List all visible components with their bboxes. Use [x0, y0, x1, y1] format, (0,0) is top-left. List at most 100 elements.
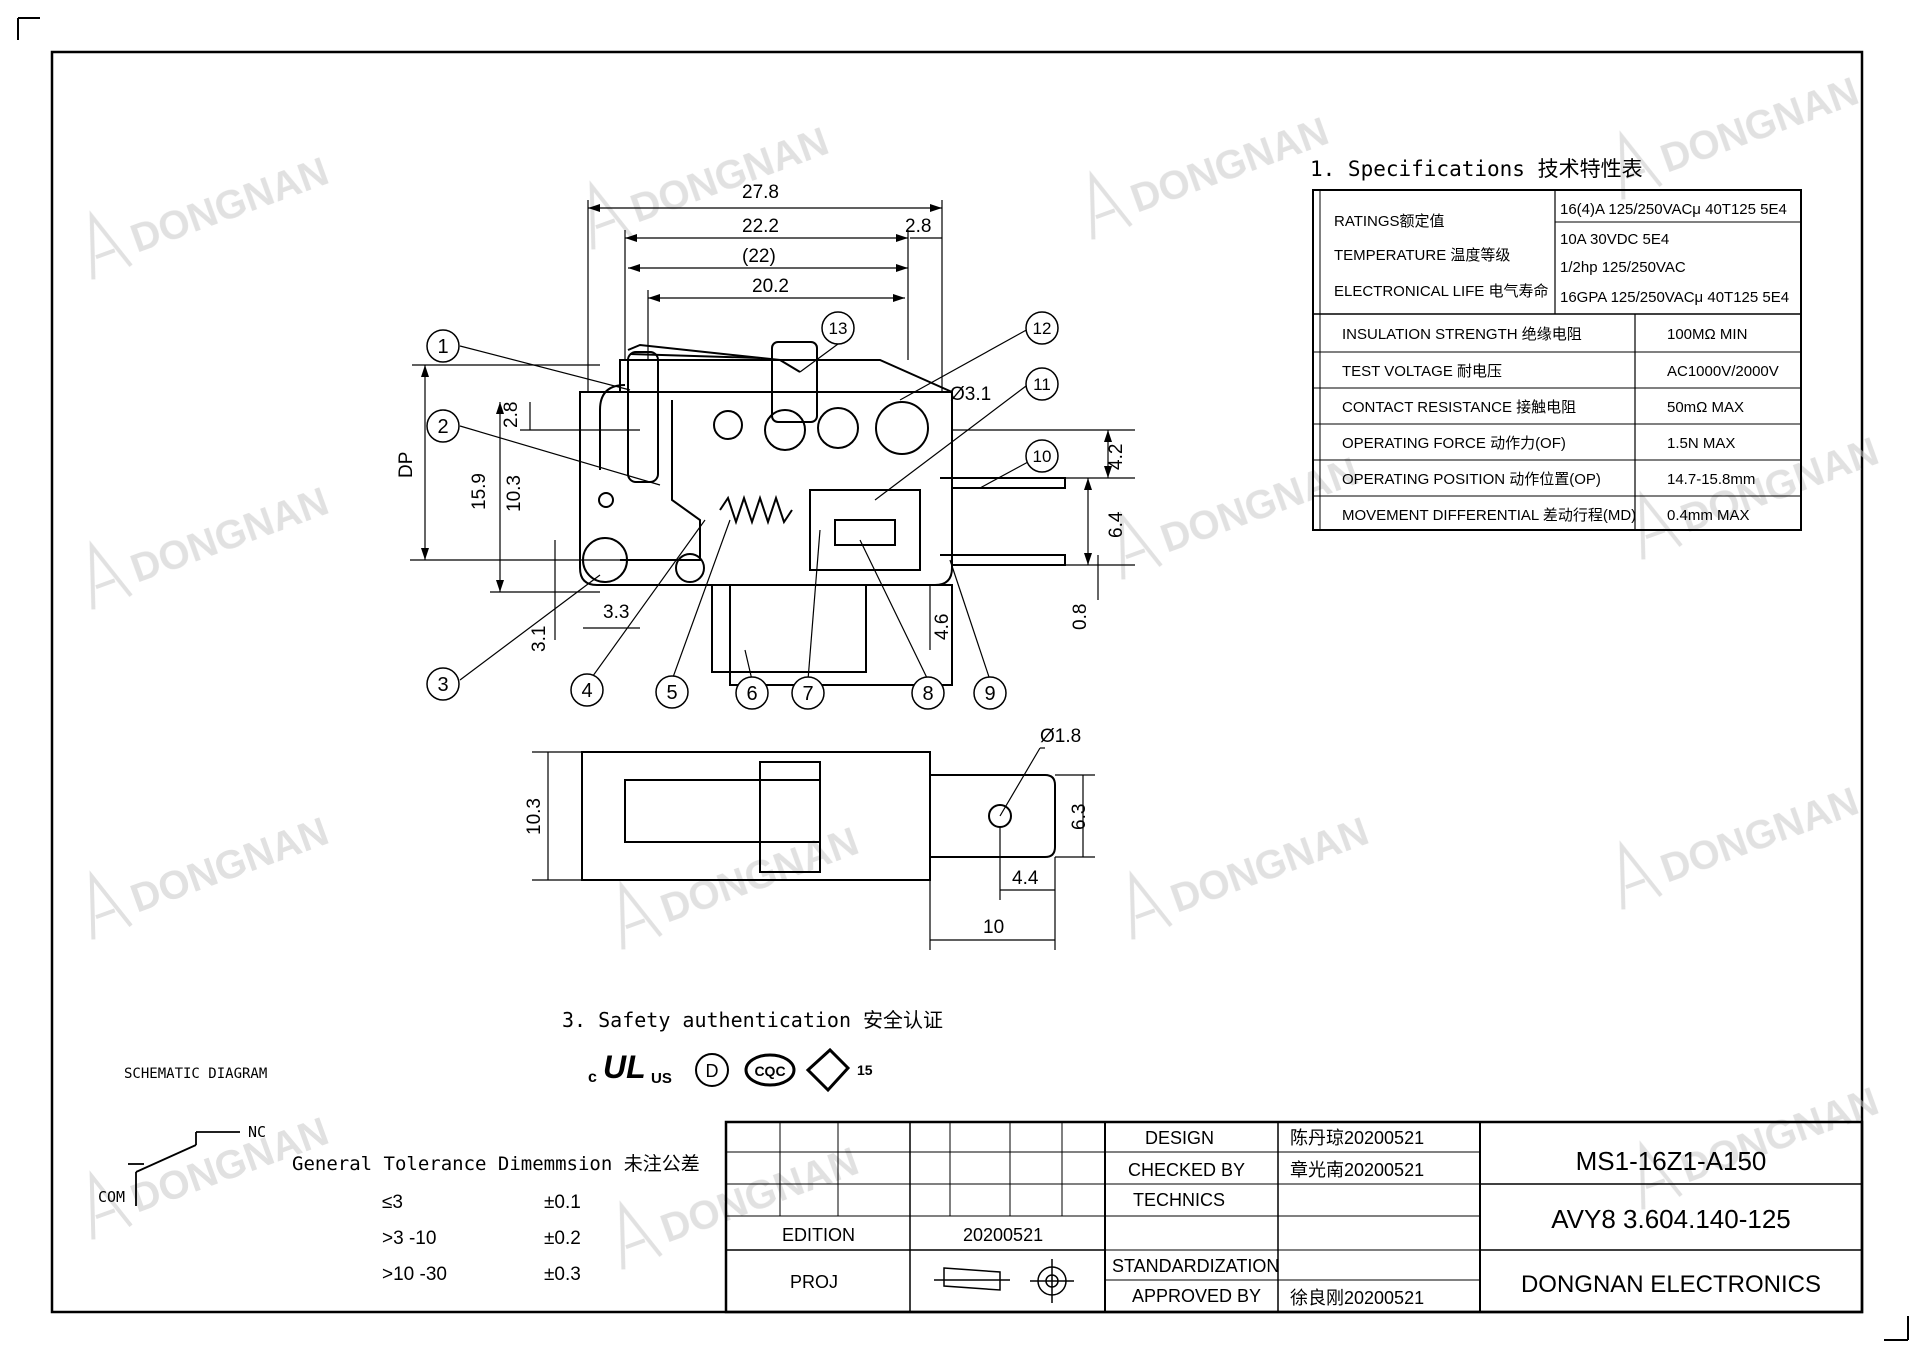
switch-housing-top: [619, 359, 953, 393]
left-mount-hook: [599, 384, 626, 470]
spec-row-label: OPERATING POSITION 动作位置(OP): [1342, 471, 1601, 488]
dim-4-2: 4.2: [1106, 444, 1127, 470]
dimension-arrows: [421, 204, 1112, 592]
spring-spring: [719, 494, 793, 526]
company-name: DONGNAN ELECTRONICS: [1521, 1271, 1821, 1298]
temperature-label: TEMPERATURE 温度等级: [1334, 246, 1510, 264]
switch-body-outline: [579, 391, 953, 586]
tolerance-title: General Tolerance Dimemmsion 未注公差: [292, 1153, 700, 1175]
title-block-text: EDITION 20200521 PROJ DESIGN CHECKED BY …: [782, 1128, 1821, 1308]
rating-value-2: 10A 30VDC 5E4: [1560, 231, 1669, 248]
callout-8: 8: [911, 676, 945, 710]
hole-b: [764, 409, 806, 451]
dim-hole-dia-3-1: Ø3.1: [950, 384, 991, 405]
design-value: 陈丹琼20200521: [1290, 1128, 1424, 1148]
proj-label: PROJ: [790, 1272, 838, 1292]
terminal-no: [940, 554, 1066, 566]
dim-side-6-3: 6.3: [1069, 804, 1090, 830]
schematic-nc: NC: [248, 1123, 266, 1141]
callouts: 1 2 3 4 5 6 7 8 9 10 11 12 13: [426, 311, 1059, 710]
spec-row-label: INSULATION STRENGTH 绝缘电阻: [1342, 326, 1582, 343]
standardization-label: STANDARDIZATION: [1112, 1256, 1279, 1276]
document-number: AVY8 3.604.140-125: [1551, 1204, 1790, 1234]
svg-text:DONGNAN: DONGNAN: [1655, 69, 1864, 181]
callout-10: 10: [1025, 439, 1059, 473]
dim-side-4-4: 4.4: [1012, 868, 1039, 889]
checked-value: 章光南20200521: [1290, 1160, 1424, 1180]
spec-row-value: 14.7-15.8mm: [1667, 471, 1755, 488]
watermark-11: DONGNAN: [1619, 779, 1864, 910]
plunger-column: [627, 351, 659, 483]
rating-value-1: 16(4)A 125/250VACμ 40T125 5E4: [1560, 201, 1787, 218]
tol-value: ±0.3: [544, 1264, 581, 1285]
dim-20-2: 20.2: [752, 276, 789, 297]
svg-text:DONGNAN: DONGNAN: [625, 119, 834, 231]
svg-text:DONGNAN: DONGNAN: [125, 149, 334, 261]
callout-2: 2: [426, 409, 460, 443]
design-label: DESIGN: [1145, 1128, 1214, 1148]
small-pin-2: [675, 553, 705, 583]
vde-mark: D: [695, 1053, 729, 1087]
watermark-8: DONGNAN: [89, 809, 334, 940]
dim-3-3: 3.3: [603, 602, 629, 623]
watermark-3: DONGNAN: [1089, 109, 1334, 240]
terminal-nc: [940, 477, 1066, 489]
dim-dp: DP: [396, 452, 417, 478]
life-label: ELECTRONICAL LIFE 电气寿命: [1334, 282, 1548, 300]
specs-heading: 1. Specifications 技术特性表: [1310, 157, 1643, 181]
side-body: [581, 751, 931, 881]
schematic-title: SCHEMATIC DIAGRAM: [124, 1066, 267, 1082]
svg-text:DONGNAN: DONGNAN: [125, 809, 334, 921]
callout-7: 7: [791, 676, 825, 710]
spec-row-value: 50mΩ MAX: [1667, 399, 1744, 416]
terminal-com: [711, 585, 867, 673]
svg-text:9: 9: [984, 683, 995, 705]
svg-text:US: US: [651, 1070, 672, 1087]
lever-body: [629, 353, 761, 359]
svg-text:5: 5: [666, 682, 677, 704]
svg-text:8: 8: [922, 683, 933, 705]
spec-row-value: 1.5N MAX: [1667, 435, 1735, 452]
specs-ratings: RATINGS额定值 TEMPERATURE 温度等级 ELECTRONICAL…: [1334, 201, 1789, 306]
svg-text:DONGNAN: DONGNAN: [1125, 109, 1334, 221]
small-pin-1: [598, 492, 614, 508]
rating-value-4: 16GPA 125/250VACμ 40T125 5E4: [1560, 289, 1789, 306]
watermark-5: DONGNAN: [89, 479, 334, 610]
svg-text:c: c: [588, 1069, 597, 1086]
callout-12: 12: [1025, 311, 1059, 345]
dim-4-6: 4.6: [932, 614, 953, 640]
tol-value: ±0.1: [544, 1192, 581, 1213]
specs-table: [1312, 189, 1802, 531]
spec-row-value: 0.4mm MAX: [1667, 507, 1750, 524]
part-number: MS1-16Z1-A150: [1576, 1146, 1767, 1176]
side-tab: [930, 774, 1056, 858]
side-view-dimensions: [532, 747, 1095, 950]
svg-text:D: D: [706, 1061, 719, 1081]
spec-row-value: AC1000V/2000V: [1667, 363, 1779, 380]
svg-text:CQC: CQC: [754, 1063, 785, 1079]
spec-row-value: 100MΩ MIN: [1667, 326, 1747, 343]
hole-c: [817, 407, 859, 449]
dim-0-8: 0.8: [1070, 604, 1091, 630]
dim-6-4: 6.4: [1106, 511, 1127, 538]
spec-row-label: MOVEMENT DIFFERENTIAL 差动行程(MD): [1342, 507, 1636, 524]
dim-3-1: 3.1: [529, 626, 550, 652]
tol-range: >3 -10: [382, 1228, 436, 1249]
ratings-label: RATINGS额定值: [1334, 213, 1445, 230]
svg-text:UL: UL: [603, 1049, 646, 1085]
callout-11: 11: [1025, 367, 1059, 401]
projection-symbol: [934, 1259, 1074, 1303]
inner-frame: [620, 400, 701, 561]
watermark-9: DONGNAN: [619, 819, 864, 950]
title-block-grid: [724, 1120, 1864, 1314]
callout-13: 13: [821, 311, 855, 345]
enec-mark: 15: [805, 1047, 873, 1093]
spec-row-label: TEST VOLTAGE 耐电压: [1342, 363, 1502, 380]
svg-text:11: 11: [1033, 375, 1051, 394]
spec-row-label: OPERATING FORCE 动作力(OF): [1342, 435, 1566, 452]
dim-22-2: 22.2: [742, 216, 779, 237]
front-view: [579, 341, 1066, 686]
watermark-2: DONGNAN: [589, 119, 834, 250]
dim-side-10-3: 10.3: [524, 798, 545, 835]
